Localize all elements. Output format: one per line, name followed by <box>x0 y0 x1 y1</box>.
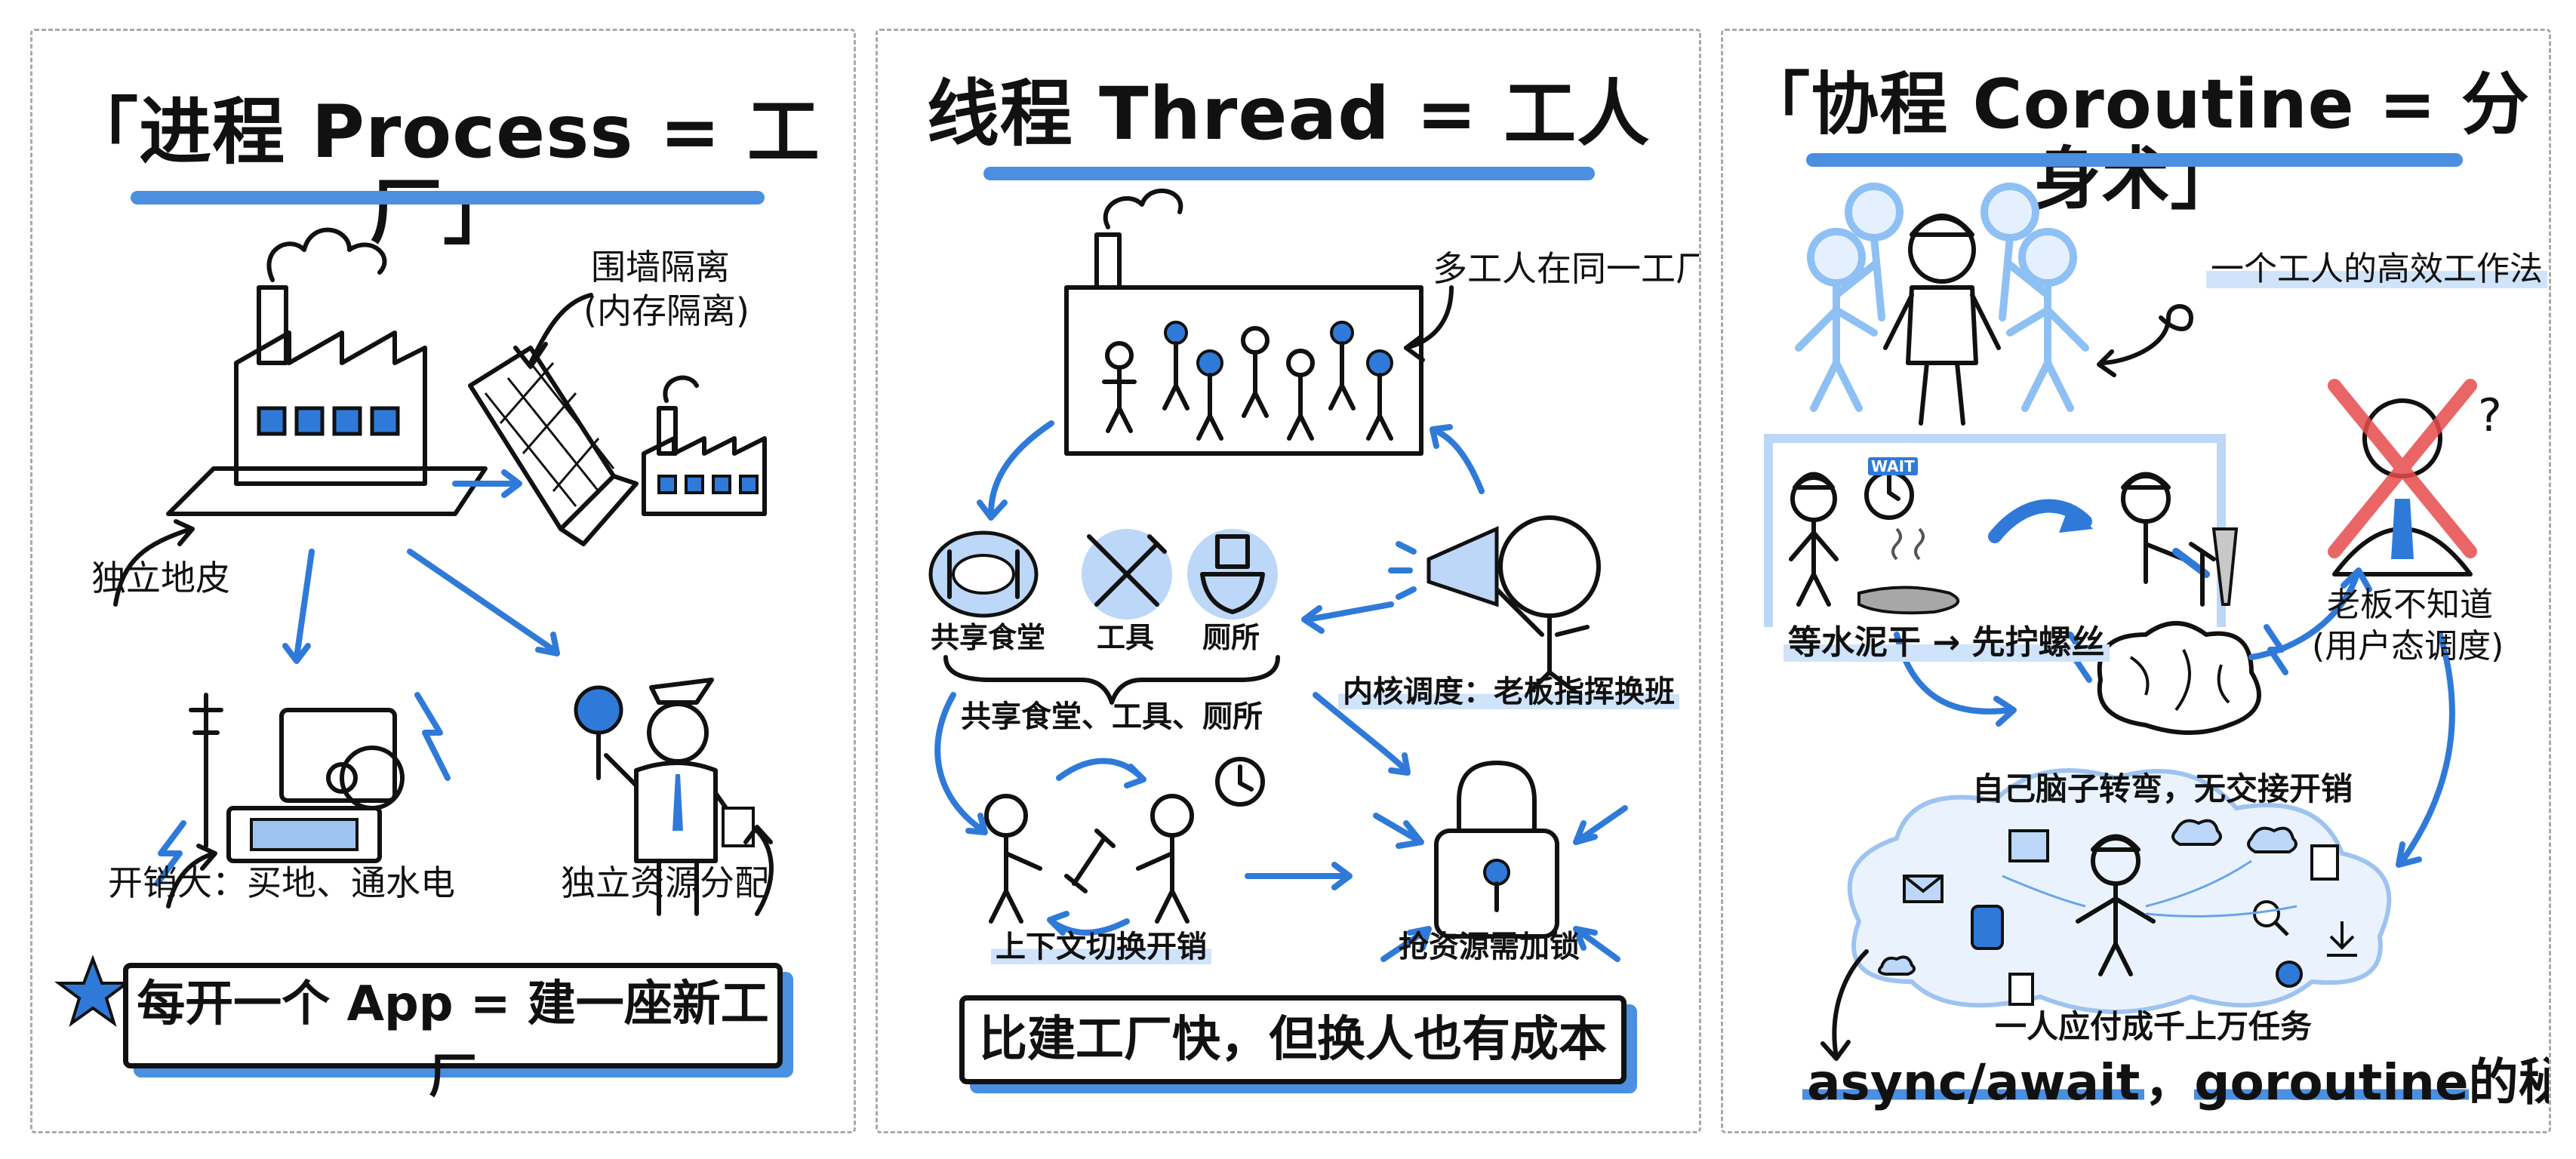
gear-icon <box>2276 961 2303 988</box>
magnifier-icon <box>2253 900 2280 927</box>
goroutine-text: goroutine <box>2194 1053 2469 1111</box>
arrow-icon <box>1433 428 1485 494</box>
cost-label: 开销大：买地、通水电 <box>108 862 455 903</box>
arrow-icon <box>1313 692 1409 773</box>
tools-label: 工具 <box>1097 621 1155 654</box>
worker-clones-icon <box>1795 183 2089 426</box>
arrow-icon <box>2248 571 2360 660</box>
arrow-icon <box>1305 601 1394 623</box>
star-icon <box>54 955 132 1028</box>
workers-label: 多工人在同一工厂 <box>1433 248 1701 289</box>
shared-label: 共享食堂、工具、厕所 <box>961 699 1263 734</box>
resources-label: 独立资源分配 <box>561 862 769 903</box>
machinery-icon <box>154 692 451 908</box>
brain-label: 自己脑子转弯，无交接开销 <box>1972 770 2353 807</box>
brace-icon <box>943 655 1280 705</box>
context-label: 上下文切换开销 <box>991 929 1211 965</box>
toilet-icon <box>1187 529 1278 619</box>
arrow-icon <box>2098 304 2193 365</box>
title-underline <box>131 191 765 204</box>
kernel-label: 内核调度：老板指挥换班 <box>1338 674 1679 710</box>
factory-illustration <box>54 227 774 1028</box>
envelope-icon <box>2008 829 2049 862</box>
process-banner: 每开一个 App = 建一座新工厂 <box>123 963 783 1105</box>
document-icon <box>2310 844 2339 881</box>
canteen-icon <box>928 530 1039 618</box>
title-underline <box>1806 153 2463 167</box>
arrow-icon <box>1404 285 1454 350</box>
thread-illustration <box>928 189 1628 962</box>
arrow-icon <box>988 420 1054 517</box>
big-factory-icon <box>234 227 427 486</box>
waiting-worker-icon <box>1789 466 1960 615</box>
arrow-icon <box>528 293 593 365</box>
async-await-text: async/await <box>1802 1053 2145 1111</box>
lock-icon <box>1373 761 1628 962</box>
small-factory-icon <box>642 375 767 516</box>
footer-suffix: 的秘密 <box>2468 1053 2549 1111</box>
toilet-label: 厕所 <box>1202 621 1260 654</box>
database-icon <box>1971 905 2004 950</box>
arrow-icon <box>407 549 556 653</box>
context-switch-icon <box>984 757 1265 936</box>
thread-banner: 比建工厂快，但换人也有成本 <box>959 995 1627 1084</box>
coroutine-illustration: ? <box>1764 183 2502 1061</box>
process-panel: 「进程 Process = 工厂」 <box>30 29 856 1133</box>
arrow-icon <box>934 692 986 834</box>
lock-label: 抢资源需加锁 <box>1399 930 1580 964</box>
arrow-icon <box>1832 949 1869 1059</box>
shared-factory-icon <box>1064 189 1423 456</box>
coroutine-panel: 「协程 Coroutine = 分身术」 <box>1721 29 2551 1133</box>
wall-sublabel: (内存隔离) <box>583 291 749 331</box>
canteen-label: 共享食堂 <box>931 621 1046 654</box>
task-cloud-icon <box>1847 768 2392 1014</box>
cement-label: 等水泥干 → 先拧螺丝 <box>1784 623 2110 663</box>
screwdriver-worker-icon <box>2121 472 2239 607</box>
arrow-icon <box>2399 632 2455 864</box>
land-label: 独立地皮 <box>91 558 230 598</box>
footer-separator: ， <box>2144 1053 2195 1111</box>
tools-icon <box>1082 529 1172 619</box>
police-officer-icon <box>574 678 774 916</box>
efficient-label: 一个工人的高效工作法 <box>2206 250 2547 290</box>
tasks-label: 一人应付成千上万任务 <box>1995 1008 2313 1045</box>
thread-title: 线程 Thread = 工人 <box>926 72 1651 156</box>
boss-crossed-icon: ? <box>2328 379 2502 576</box>
boss-sublabel: (用户态调度) <box>2312 627 2504 666</box>
download-icon <box>2327 921 2357 957</box>
coroutine-footer: async/await，goroutine的秘密 <box>1802 1042 2549 1114</box>
thread-panel: 线程 Thread = 工人 <box>876 29 1701 1133</box>
cloud-download-icon <box>2171 819 2222 846</box>
wall-icon <box>468 346 639 546</box>
arrow-icon <box>294 549 315 660</box>
boss-label: 老板不知道 <box>2327 586 2493 624</box>
wait-tag: WAIT <box>1868 457 1918 475</box>
arrow-icon <box>113 527 193 607</box>
process-title: 「进程 Process = 工厂」 <box>66 90 820 254</box>
title-underline <box>983 167 1595 180</box>
wall-label: 围墙隔离 <box>591 247 730 287</box>
svg-text:?: ? <box>2478 389 2502 442</box>
